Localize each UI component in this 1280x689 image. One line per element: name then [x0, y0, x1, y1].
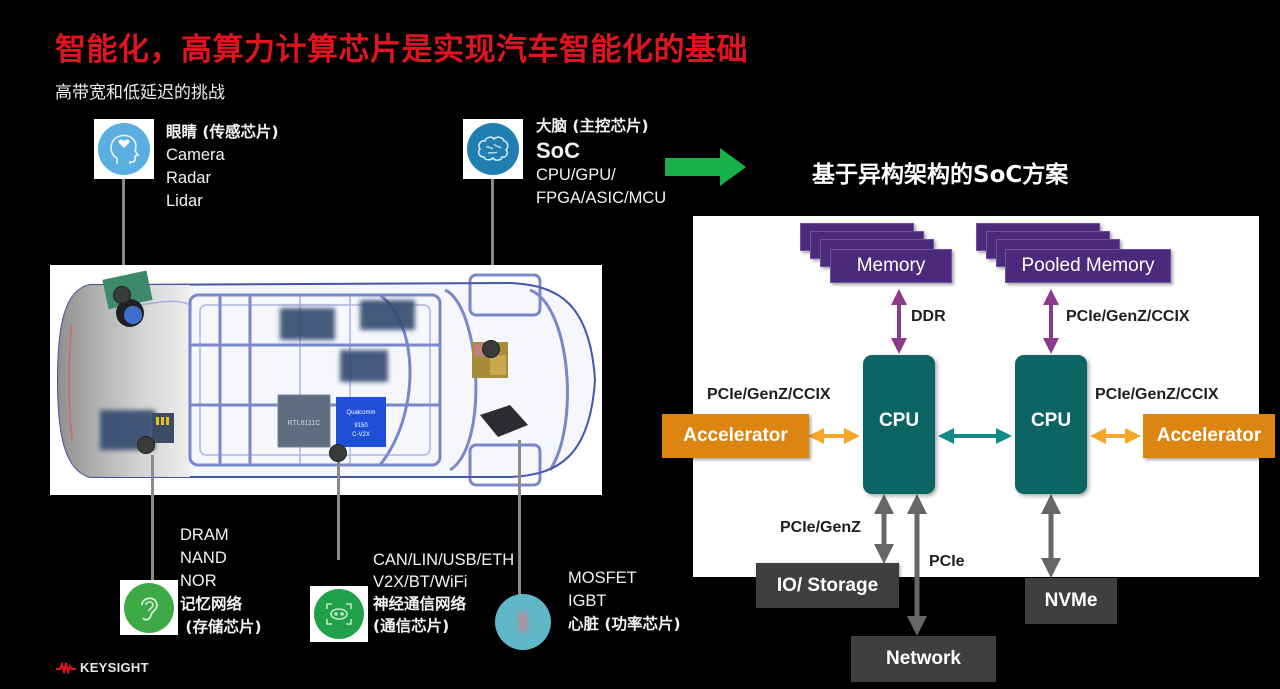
io-link-label: PCIe/GenZ	[780, 519, 861, 536]
pooled-link-label: PCIe/GenZ/CCIX	[1066, 308, 1190, 325]
cpu-right-box: CPU	[1015, 355, 1087, 494]
memory-leader-line	[151, 455, 154, 583]
cpu-left-box: CPU	[863, 355, 935, 494]
keysight-wave-icon	[56, 661, 76, 674]
memory-box: Memory	[830, 249, 952, 283]
network-marker-dot	[329, 444, 347, 462]
soc-line-2: FPGA/ASIC/MCU	[536, 189, 667, 207]
io-storage-box: IO/ Storage	[756, 563, 899, 608]
pooled-memory-box: Pooled Memory	[1005, 249, 1171, 283]
sensor-chip-icon-box	[94, 119, 154, 179]
soc-leader-line	[491, 179, 494, 337]
diagram-title: 基于异构架构的SoC方案	[812, 162, 1069, 188]
slide-subtitle: 高带宽和低延迟的挑战	[55, 83, 225, 103]
network-chip-label: CAN/LIN/USB/ETH V2X/BT/WiFi 神经通信网络 (通信芯片…	[373, 549, 514, 637]
svg-text:RTL8111C: RTL8111C	[288, 420, 321, 427]
network-sub: (通信芯片)	[373, 617, 450, 635]
soc-line-1: CPU/GPU/	[536, 166, 616, 184]
qualcomm-type: C-V2X	[352, 432, 370, 438]
ear-icon	[124, 582, 174, 633]
soc-main: SoC	[536, 138, 580, 163]
nvme-box: NVMe	[1025, 578, 1117, 624]
memory-icon-box	[120, 580, 178, 635]
head-heart-icon	[98, 123, 150, 175]
memory-heading: 记忆网络	[180, 595, 243, 613]
right-accel-link-label: PCIe/GenZ/CCIX	[1095, 386, 1219, 403]
network-bus-list: CAN/LIN/USB/ETH	[373, 551, 515, 569]
soc-label: 大脑 (主控芯片) SoC CPU/GPU/ FPGA/ASIC/MCU	[536, 115, 666, 210]
sensor-leader-line	[122, 179, 125, 275]
power-leader-line	[518, 440, 521, 598]
sensor-radar: Radar	[166, 169, 211, 187]
memory-chip-label: DRAM NAND NOR 记忆网络 (存储芯片)	[180, 524, 262, 639]
sensor-lidar: Lidar	[166, 192, 203, 210]
keysight-logo: KEYSIGHT	[56, 660, 149, 675]
power-chip-label: MOSFET IGBT 心脏 (功率芯片)	[568, 567, 681, 636]
network-leader-line	[337, 462, 340, 560]
heart-icon	[495, 594, 551, 650]
power-heading: 心脏 (功率芯片)	[568, 615, 681, 633]
green-arrow-icon	[665, 148, 746, 186]
network-heading: 神经通信网络	[373, 595, 467, 613]
eye-scan-icon	[314, 589, 364, 639]
qualcomm-label: Qualcomm	[346, 410, 375, 416]
power-igbt: IGBT	[568, 592, 607, 610]
soc-marker-dot	[482, 340, 500, 358]
memory-nand: NAND	[180, 549, 227, 567]
memory-dram: DRAM	[180, 526, 229, 544]
network-wireless-list: V2X/BT/WiFi	[373, 573, 468, 591]
network-box: Network	[851, 636, 996, 682]
network-icon-box	[310, 586, 368, 642]
network-link-label: PCIe	[929, 553, 965, 570]
soc-heading: 大脑 (主控芯片)	[536, 117, 649, 135]
accelerator-left-box: Accelerator	[662, 414, 809, 458]
power-mosfet: MOSFET	[568, 569, 637, 587]
sensor-heading: 眼睛 (传感芯片)	[166, 123, 279, 141]
sensor-marker-dot	[113, 286, 131, 304]
slide-title: 智能化，高算力计算芯片是实现汽车智能化的基础	[55, 32, 748, 68]
memory-sub: (存储芯片)	[180, 618, 262, 636]
brand-name: KEYSIGHT	[80, 660, 149, 675]
soc-icon-box	[463, 119, 523, 179]
left-accel-link-label: PCIe/GenZ/CCIX	[707, 386, 831, 403]
qualcomm-model: 9150	[354, 423, 368, 429]
accelerator-right-box: Accelerator	[1143, 414, 1275, 458]
memory-marker-dot	[137, 436, 155, 454]
ddr-label: DDR	[911, 308, 946, 325]
sensor-camera: Camera	[166, 146, 225, 164]
brain-icon	[467, 123, 519, 175]
memory-nor: NOR	[180, 572, 217, 590]
sensor-chip-label: 眼睛 (传感芯片) Camera Radar Lidar	[166, 121, 279, 213]
